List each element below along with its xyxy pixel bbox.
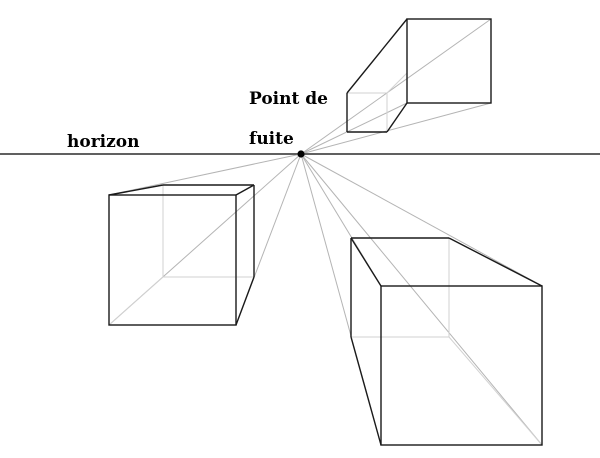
- vanishing-point-label-line1: Point de: [249, 89, 328, 109]
- cube-top-right: [300, 18, 492, 155]
- cube-bottom-right-edges: [350, 237, 543, 446]
- cube-bottom-right-guides: [300, 153, 543, 446]
- cube-bottom-right-hidden-edges: [351, 238, 543, 446]
- cube-left: [108, 153, 302, 326]
- vanishing-point-dot: [297, 150, 305, 158]
- cube-top-right-hidden-edges: [347, 72, 408, 132]
- cube-top-right-guides: [300, 18, 492, 155]
- vanishing-point-label-line2: fuite: [249, 129, 294, 149]
- cube-bottom-right: [300, 153, 543, 446]
- cube-left-edges: [108, 184, 255, 326]
- cube-left-hidden-edges: [108, 185, 254, 326]
- horizon-label: horizon: [67, 132, 140, 152]
- cube-top-right-edges: [346, 18, 492, 133]
